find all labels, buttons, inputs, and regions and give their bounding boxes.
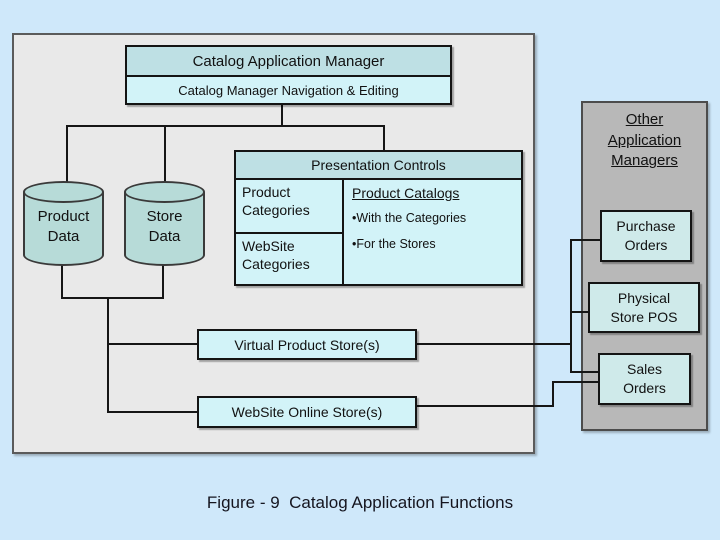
catalog-manager-navigation-editing: Catalog Manager Navigation & Editing — [127, 75, 450, 103]
cylinder-top-shape — [124, 181, 205, 203]
product-data-line-1: Product — [37, 208, 90, 225]
product-data-cylinder: Product Data — [23, 181, 104, 266]
connector-website-rise — [552, 381, 554, 407]
product-data-label: Product Data — [23, 207, 104, 246]
connector-to-virtual-store — [107, 343, 197, 345]
product-catalogs-bullet-1: •With the Categories — [352, 211, 467, 225]
connector-website-to-sales — [552, 381, 598, 383]
connector-right-trunk — [570, 239, 572, 373]
physical-store-pos-box: Physical Store POS — [588, 282, 700, 333]
external-title-line-2: Application — [607, 131, 682, 149]
product-catalogs-cell: Product Catalogs •With the Categories •F… — [344, 180, 521, 284]
figure-caption: Figure - 9 Catalog Application Functions — [206, 493, 514, 512]
purchase-orders-line-1: Purchase — [616, 218, 676, 235]
connector-to-sales-orders — [570, 371, 598, 373]
cylinder-top-shape — [23, 181, 104, 203]
presentation-controls-title: Presentation Controls — [236, 152, 521, 180]
catalog-application-manager-title: Catalog Application Manager — [127, 47, 450, 75]
connector-virtual-to-right — [417, 343, 572, 345]
physical-store-pos-line-2: Store POS — [610, 308, 678, 325]
presentation-left-column: Product Categories WebSite Categories — [236, 180, 344, 284]
product-data-line-2: Data — [47, 227, 80, 245]
purchase-orders-line-2: Orders — [624, 237, 668, 253]
store-data-line-2: Data — [148, 227, 181, 245]
connector-to-physical-pos — [570, 311, 588, 313]
catalog-application-manager-box: Catalog Application Manager Catalog Mana… — [125, 45, 452, 105]
store-data-label: Store Data — [124, 207, 205, 246]
connector-product-data-down — [61, 262, 63, 299]
connector-data-trunk — [107, 297, 109, 413]
product-catalogs-bullet-2: •For the Stores — [352, 237, 436, 251]
presentation-controls-box: Presentation Controls Product Categories… — [234, 150, 523, 286]
connector-website-to-right — [417, 405, 554, 407]
website-online-stores-box: WebSite Online Store(s) — [197, 396, 417, 428]
product-catalogs-title: Product Catalogs — [352, 185, 460, 201]
purchase-orders-box: Purchase Orders — [600, 210, 692, 262]
external-title-line-3: Managers — [611, 152, 678, 170]
sales-orders-box: Sales Orders — [598, 353, 691, 405]
store-data-line-1: Store — [146, 208, 183, 225]
product-categories-cell: Product Categories — [236, 180, 342, 234]
physical-store-pos-line-1: Physical — [617, 289, 671, 306]
connector-to-product-data — [66, 125, 68, 185]
virtual-product-stores-box: Virtual Product Store(s) — [197, 329, 417, 360]
sales-orders-line-1: Sales — [626, 361, 663, 378]
store-data-cylinder: Store Data — [124, 181, 205, 266]
connector-to-store-data — [164, 125, 166, 185]
connector-top-horizontal — [66, 125, 385, 127]
website-categories-cell: WebSite Categories — [236, 234, 342, 284]
connector-manager-down — [281, 103, 283, 127]
sales-orders-line-2: Orders — [623, 380, 666, 396]
presentation-controls-body: Product Categories WebSite Categories Pr… — [236, 180, 521, 284]
connector-to-presentation — [383, 125, 385, 152]
connector-to-purchase-orders — [570, 239, 600, 241]
connector-to-website-store — [107, 411, 197, 413]
connector-store-data-down — [162, 262, 164, 299]
connector-data-join — [61, 297, 164, 299]
external-title-line-1: Other — [625, 111, 664, 128]
external-panel-title: Other Application Managers — [583, 110, 706, 172]
